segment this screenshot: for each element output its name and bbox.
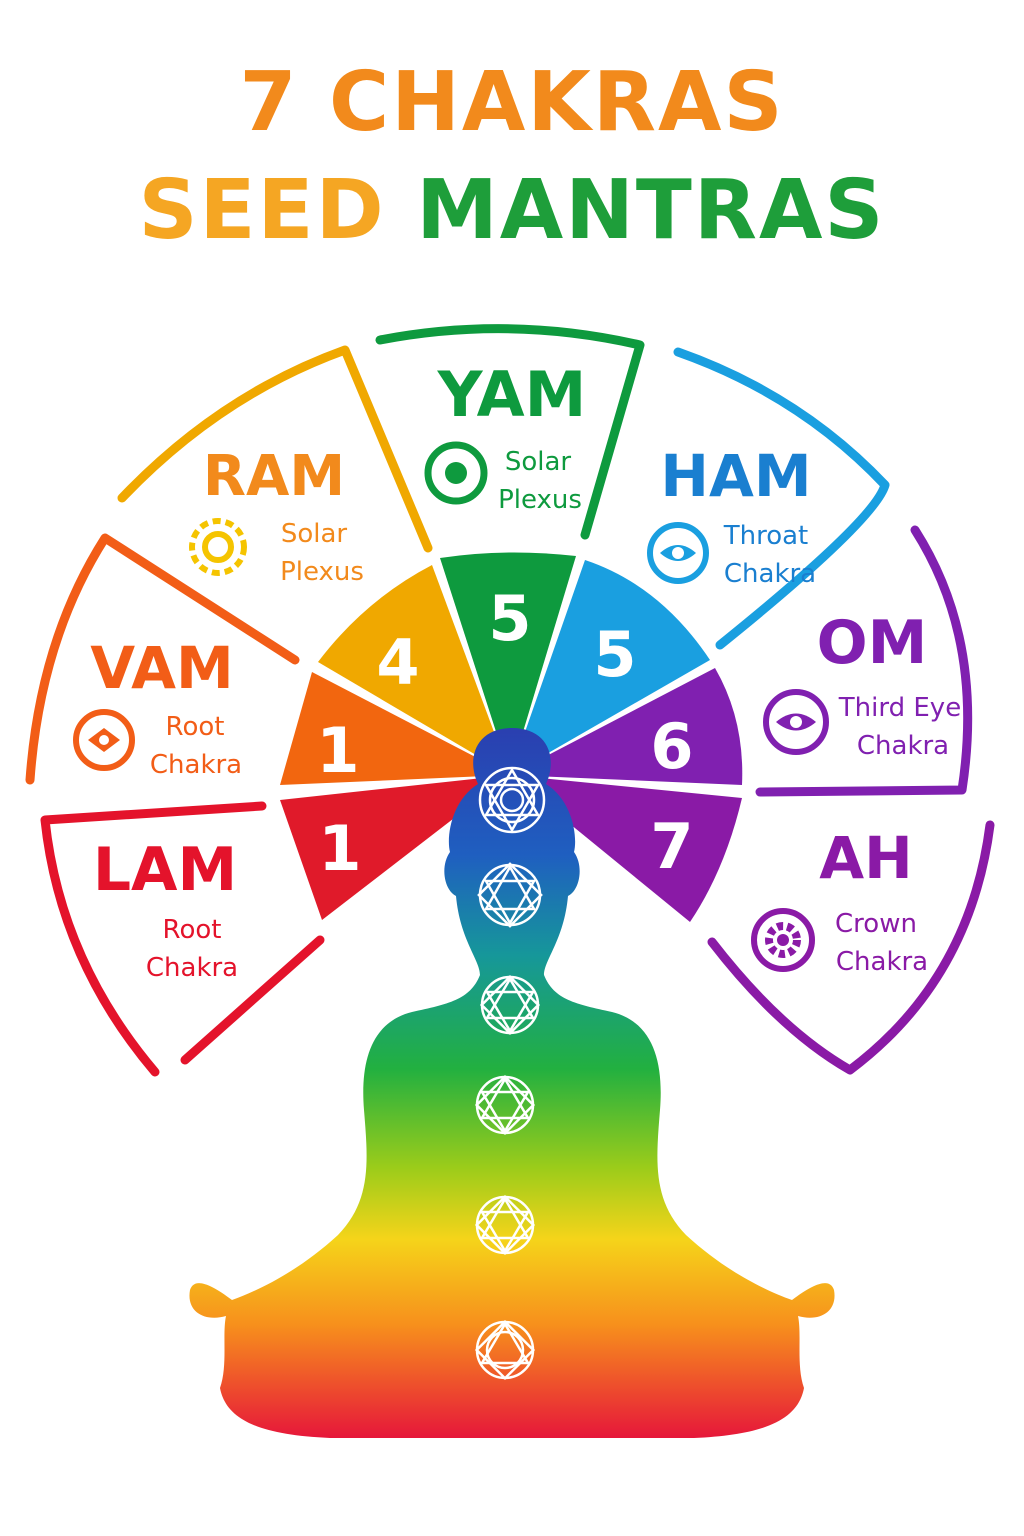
label-yam-1: Solar — [505, 447, 572, 477]
label-ham-2: Chakra — [724, 559, 816, 589]
wedge-sacral — [280, 672, 510, 785]
outer-segment-vam — [25, 533, 300, 785]
label-vam-2: Chakra — [150, 750, 242, 780]
label-vam-1: Root — [166, 712, 225, 742]
label-ah-2: Chakra — [836, 947, 928, 977]
throat-chakra-icon — [479, 974, 541, 1036]
wedge-number-heart: 5 — [488, 582, 531, 655]
third-eye-chakra-icon — [477, 862, 543, 928]
wedge-thirdeye — [510, 668, 743, 785]
outer-segment-ram — [117, 345, 433, 553]
title-seed: SEED — [138, 163, 386, 258]
ring-icon — [424, 441, 488, 505]
title-line-1: 7 CHAKRAS — [0, 62, 1024, 144]
outer-segment-lam — [40, 801, 267, 1077]
eye-icon — [647, 522, 709, 584]
wedge-throat — [510, 560, 710, 775]
crown-chakra-icon — [478, 766, 546, 834]
wedge-numbers: 1 1 4 5 5 6 7 — [316, 582, 693, 885]
label-ah-1: Crown — [835, 909, 917, 939]
wedge-heart — [440, 552, 576, 775]
mantra-yam: YAM — [437, 358, 587, 431]
gear-icon — [751, 908, 815, 972]
heart-chakra-icon — [474, 1074, 536, 1136]
outer-segment-ham — [673, 347, 890, 650]
title-text-1: 7 CHAKRAS — [239, 55, 785, 150]
outer-segment-om — [755, 525, 973, 797]
mantra-labels: LAM Root Chakra VAM Root Chakra RAM Sola… — [90, 358, 961, 983]
wedge-solar — [318, 565, 510, 775]
outer-segment-ah — [707, 820, 995, 1075]
outer-segment-yam — [375, 324, 645, 540]
mantra-vam: VAM — [90, 634, 234, 702]
label-ram-2: Plexus — [280, 557, 364, 587]
title-line-2: SEED MANTRAS — [0, 170, 1024, 252]
label-icons — [73, 441, 829, 972]
label-ram-1: Solar — [281, 519, 348, 549]
mantra-ram: RAM — [203, 444, 345, 509]
label-yam-2: Plexus — [498, 485, 582, 515]
title-mantras: MANTRAS — [416, 163, 886, 258]
eye-icon — [73, 709, 135, 771]
solar-chakra-icon — [474, 1194, 536, 1256]
wedge-number-thirdeye: 6 — [650, 710, 693, 783]
wedge-number-crown: 7 — [650, 810, 693, 883]
sun-icon — [189, 518, 247, 576]
mantra-lam: LAM — [93, 835, 237, 905]
mantra-ham: HAM — [660, 442, 811, 510]
label-om-1: Third Eye — [838, 693, 961, 723]
eye-icon — [763, 689, 829, 755]
label-lam-1: Root — [163, 915, 222, 945]
label-om-2: Chakra — [857, 731, 949, 761]
wedge-number-root: 1 — [318, 812, 361, 885]
label-ham-1: Throat — [723, 521, 809, 551]
wedge-number-throat: 5 — [593, 618, 636, 691]
chakra-symbols — [474, 766, 546, 1381]
wedge-number-sacral: 1 — [316, 714, 359, 787]
meditating-figure — [189, 728, 835, 1438]
mantra-ah: AH — [819, 824, 912, 892]
mantra-om: OM — [817, 608, 928, 678]
root-chakra-icon — [474, 1319, 536, 1381]
outer-segment-lam-inner — [180, 935, 325, 1065]
wedge-root — [280, 775, 510, 920]
label-lam-2: Chakra — [146, 953, 238, 983]
outer-ring — [25, 324, 995, 1077]
wedge-number-solar: 4 — [376, 626, 419, 699]
